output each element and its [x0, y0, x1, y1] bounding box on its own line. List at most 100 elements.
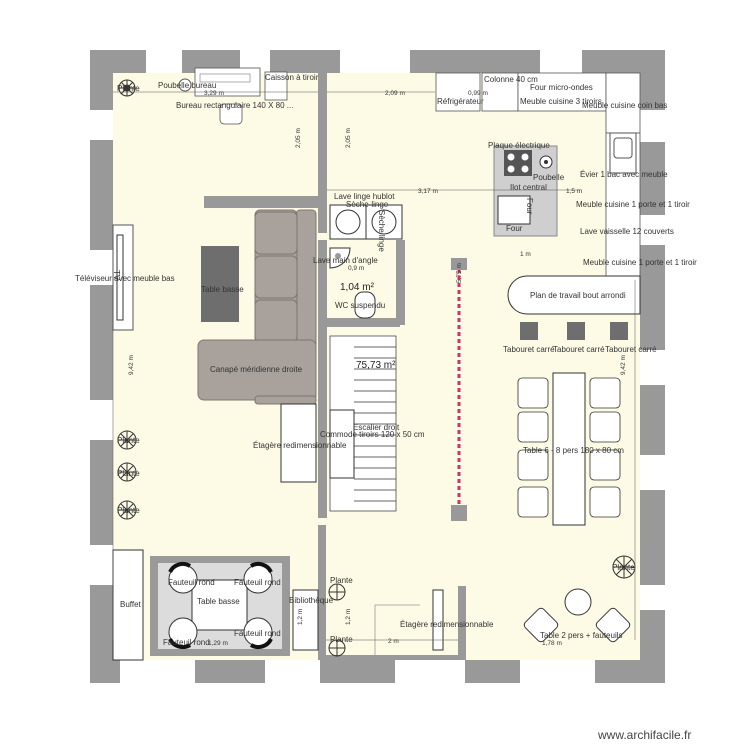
buffet	[112, 549, 144, 661]
table-6-8	[552, 372, 586, 526]
label-fauteuil-4: Fauteuil rond	[234, 629, 281, 638]
label-meuble-3-tiroirs: Meuble cuisine 3 tiroirs	[520, 97, 602, 106]
label-fauteuil-3: Fauteuil rond	[163, 638, 210, 647]
tv-screen	[116, 234, 124, 321]
canape	[197, 209, 317, 405]
label-table-basse-2: Table basse	[197, 597, 240, 606]
four-box-label: Four	[525, 198, 534, 215]
plan-de-travail	[507, 275, 641, 315]
refrigerateur	[435, 72, 481, 112]
label-seche-linge: Sèche-linge	[346, 200, 389, 209]
tv-box-label: TV	[112, 270, 121, 281]
label-lave-main: Lave main d'angle	[313, 256, 378, 265]
label-tabouret-3: Tabouret carré	[605, 345, 657, 354]
label-bibliotheque: Bibliothèque	[289, 596, 334, 605]
area-main: 75,73 m²	[356, 360, 396, 371]
dim-2-09: 2,09 m	[385, 90, 405, 97]
lave-main-icon	[329, 247, 351, 269]
label-canape: Canapé méridienne droite	[210, 365, 303, 374]
table-2-pers	[564, 588, 592, 616]
label-poubelle: Poubelle	[533, 173, 565, 182]
label-evier: Évier 1 bac avec meuble	[580, 170, 668, 179]
dim-1-2a: 1,2 m	[297, 609, 304, 625]
seche-box-label: Sèche linge	[377, 210, 386, 252]
label-lave-vaisselle: Lave vaisselle 12 couverts	[580, 227, 674, 236]
dim-9-42a: 9,42 m	[128, 355, 135, 375]
dim-3-17: 3,17 m	[418, 188, 438, 195]
poubelle-bureau-icon	[178, 78, 192, 92]
dim-0-99: 0,99 m	[468, 90, 488, 97]
area-wc: 1,04 m²	[340, 282, 375, 293]
dim-2-05b: 2,05 m	[345, 128, 352, 148]
dim-0-9: 0,9 m	[348, 265, 364, 272]
label-plante-1: Plante	[117, 84, 140, 93]
label-bureau: Bureau rectangulaire 140 X 80 ...	[176, 101, 293, 110]
meuble-3-tiroirs	[517, 72, 607, 112]
dim-1: 1 m	[520, 251, 531, 258]
label-plan-travail: Plan de travail bout arrondi	[530, 291, 626, 300]
dim-9-42b: 9,42 m	[620, 355, 627, 375]
label-plante-3: Plante	[117, 469, 140, 478]
windows	[90, 50, 665, 683]
label-meuble-1p1t-a: Meuble cuisine 1 porte et 1 tiroir	[576, 200, 690, 209]
meuble-coin	[605, 72, 641, 134]
label-etagere-1: Étagère redimensionnable	[253, 441, 347, 450]
dim-3-29: 3,29 m	[204, 90, 224, 97]
dim-2: 2 m	[388, 638, 399, 645]
label-plante-6: Plante	[330, 576, 353, 585]
label-refrigerateur: Réfrigérateur	[437, 97, 484, 106]
label-wc: WC suspendu	[335, 301, 385, 310]
label-meuble-1p1t-b: Meuble cuisine 1 porte et 1 tiroir	[583, 258, 697, 267]
label-four-micro: Four micro-ondes	[530, 83, 593, 92]
dim-2-05a: 2,05 m	[295, 128, 302, 148]
plant-icon	[117, 430, 636, 579]
label-tv: Téléviseur avec meuble bas	[75, 274, 175, 283]
tabouret-3	[610, 322, 628, 340]
dim-1-29: 1,29 m	[208, 640, 228, 647]
dim-1-5: 1,5 m	[566, 188, 582, 195]
label-table-basse-1: Table basse	[201, 285, 244, 294]
label-ilot: Ilot central	[510, 183, 547, 192]
dim-1-2b: 1,2 m	[345, 609, 352, 625]
label-colonne: Colonne 40 cm	[484, 75, 538, 84]
wc-toilet	[354, 291, 376, 319]
watermark: www.archifacile.fr	[598, 728, 692, 742]
dim-5-75: 5,75 m	[456, 263, 463, 283]
office-chair	[219, 103, 243, 125]
label-tabouret-1: Tabouret carré	[503, 345, 555, 354]
four	[497, 195, 531, 225]
commode	[329, 409, 355, 479]
label-tabouret-2: Tabouret carré	[553, 345, 605, 354]
table-basse-lounge	[191, 579, 248, 631]
label-meuble-coin: Meuble cuisine coin bas	[582, 101, 667, 110]
label-table-6: Table 6 - 8 pers 180 x 80 cm	[523, 446, 624, 455]
dim-1-78: 1,78 m	[542, 640, 562, 647]
label-etagere-2: Étagère redimensionnable	[400, 620, 494, 629]
label-commode: Commode tiroirs 120 x 50 cm	[320, 430, 425, 439]
colonne	[481, 72, 519, 112]
label-lave-linge: Lave linge hublot	[334, 192, 395, 201]
table-basse-living	[201, 246, 239, 322]
interior-walls	[204, 73, 466, 660]
label-buffet: Buffet	[120, 600, 142, 609]
label-table-2: Table 2 pers + fauteuils	[540, 631, 623, 640]
label-plaque: Plaque électrique	[488, 141, 550, 150]
label-fauteuil-1: Fauteuil rond	[168, 578, 215, 587]
label-poubelle-bureau: Poubelle bureau	[158, 81, 216, 90]
label-plante-2: Plante	[117, 436, 140, 445]
label-fauteuil-2: Fauteuil rond	[234, 578, 281, 587]
plant-icon	[328, 583, 346, 657]
plant-icon	[118, 79, 136, 97]
label-caisson: Caisson à tiroir	[265, 73, 319, 82]
plaque	[504, 150, 532, 176]
dining-chairs	[517, 377, 621, 518]
bibliotheque	[292, 589, 319, 651]
label-plante-5: Plante	[612, 563, 635, 572]
caisson	[264, 71, 288, 101]
etagere-1	[280, 403, 317, 483]
label-plante-7: Plante	[330, 635, 353, 644]
tabouret-2	[567, 322, 585, 340]
label-escalier: Escalier droit	[353, 423, 400, 432]
etagere-2	[432, 589, 444, 651]
label-plante-4: Plante	[117, 506, 140, 515]
